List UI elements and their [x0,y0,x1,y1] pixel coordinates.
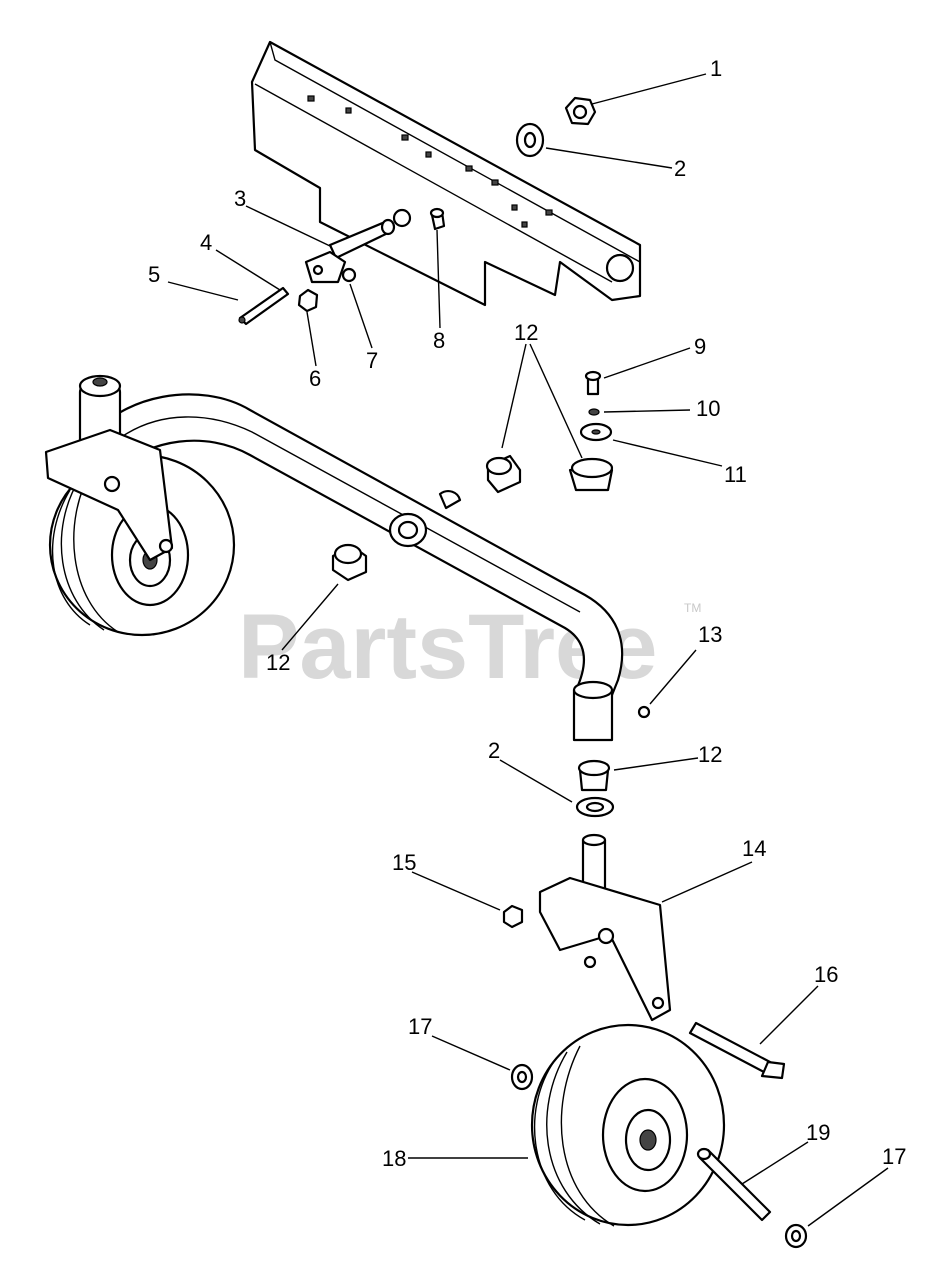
pivot-shaft-part-3 [304,218,396,284]
callout-12-lower: 12 [698,742,722,767]
leader-lines [167,73,889,1227]
callout-15: 15 [392,850,416,875]
washer-part-2-bottom [575,796,615,818]
callout-2: 2 [674,156,686,181]
bushing-part-12-d [577,759,611,792]
callout-4: 4 [200,230,212,255]
callout-12: 12 [514,320,538,345]
bolt-part-8 [429,207,446,231]
callout-13: 13 [698,622,722,647]
bolt-part-9 [584,370,602,396]
callout-14: 14 [742,836,766,861]
fitting-part-4-5 [238,286,290,326]
bolt-part-16 [688,1021,786,1080]
axle-end-tube [572,680,614,742]
callout-7: 7 [366,348,378,373]
callout-12-left: 12 [266,650,290,675]
callout-5: 5 [148,262,160,287]
bushing-part-12-c [331,543,368,582]
callout-9: 9 [694,334,706,359]
watermark: PartsTree TM [238,596,701,698]
callout-11: 11 [724,462,747,487]
caster-fork-part-14 [538,833,672,1022]
callout-1: 1 [710,56,722,81]
washer-part-2-top [515,122,545,158]
bushing-part-12-a [485,454,522,494]
callout-6: 6 [309,366,321,391]
spacer-part-17-a [510,1063,534,1091]
callout-3: 3 [234,186,246,211]
axle-bolt-part-19 [696,1147,772,1222]
nut-part-6 [297,288,319,313]
callout-19: 19 [806,1120,830,1145]
wheel-part-18 [530,1023,726,1227]
lock-washer-part-10 [588,408,600,416]
nut-part-7 [341,267,357,283]
callout-18: 18 [382,1146,406,1171]
callouts: 1 2 3 4 5 6 7 8 9 10 11 12 12 12 13 2 14… [148,56,906,1171]
callout-17-right: 17 [882,1144,906,1169]
nut-part-15 [502,904,524,929]
nut-part-1 [564,96,597,126]
watermark-trademark: TM [684,601,701,615]
frame-bracket [250,40,642,307]
grease-fitting-part-13 [637,705,651,719]
left-wheel-assembly [44,428,236,637]
callout-10: 10 [696,396,720,421]
callout-17: 17 [408,1014,432,1039]
callout-2-lower: 2 [488,738,500,763]
spacer-part-17-b [784,1223,808,1249]
washer-part-11 [579,422,613,442]
bushing-part-12-b [568,457,614,492]
callout-16: 16 [814,962,838,987]
callout-8: 8 [433,328,445,353]
